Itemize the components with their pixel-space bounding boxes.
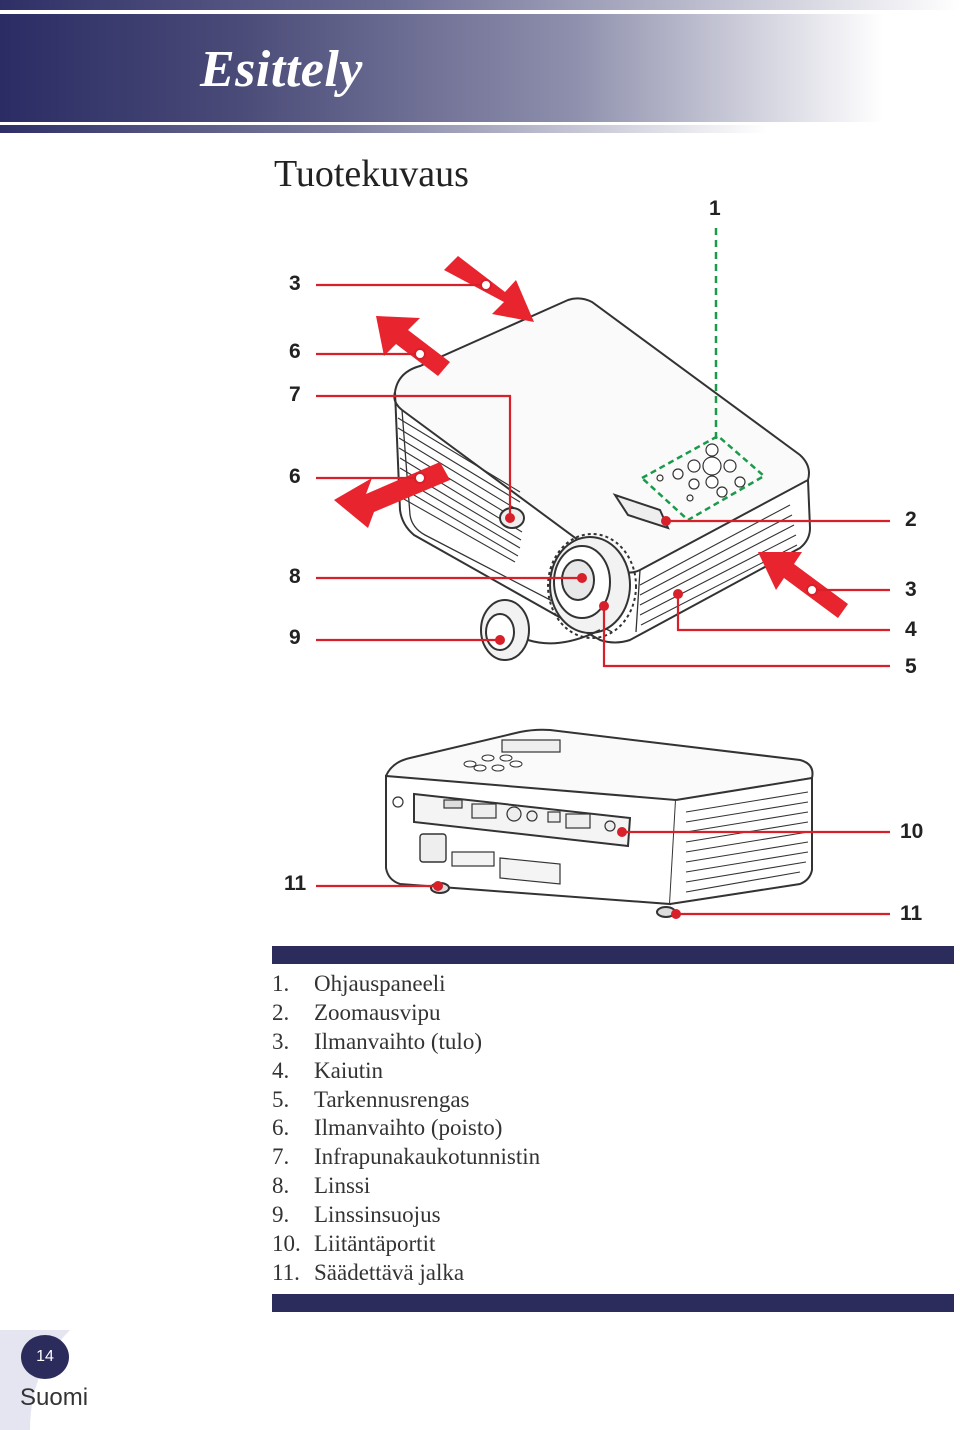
legend-label: Liitäntäportit [314, 1231, 436, 1257]
callout-1: 1 [709, 197, 721, 220]
callout-dots-rear [433, 827, 681, 919]
legend-label: Kaiutin [314, 1057, 383, 1083]
legend-top-bar [272, 946, 954, 964]
callout-dots-front [414, 279, 818, 645]
legend-label: Infrapunakaukotunnistin [314, 1144, 541, 1170]
legend-number: 11. [272, 1259, 300, 1285]
legend-label: Ohjauspaneeli [314, 971, 446, 996]
legend-number: 6. [272, 1115, 290, 1141]
legend-number: 4. [272, 1057, 290, 1083]
exhaust-arrow-left [334, 462, 450, 528]
legend-item: 2. Zoomausvipu [272, 999, 540, 1028]
legend-number: 3. [272, 1028, 290, 1054]
legend-label: Ilmanvaihto (poisto) [314, 1115, 503, 1141]
header-underline [0, 125, 960, 133]
callout-7: 7 [289, 383, 301, 406]
legend-item: 7. Infrapunakaukotunnistin [272, 1143, 540, 1172]
callout-5: 5 [905, 655, 917, 678]
legend-item: 10. Liitäntäportit [272, 1230, 540, 1259]
callout-6-top: 6 [289, 340, 301, 363]
intake-arrow-right [758, 552, 848, 618]
section-title: Tuotekuvaus [274, 153, 469, 195]
legend-number: 10. [272, 1231, 301, 1257]
projector-diagram: 1 3 6 7 6 8 9 2 3 4 5 [284, 197, 923, 925]
legend-item: 6. Ilmanvaihto (poisto) [272, 1114, 540, 1143]
legend-label: Ilmanvaihto (tulo) [314, 1028, 482, 1054]
legend-label: Linssi [314, 1173, 371, 1199]
page-number-badge [21, 1335, 69, 1379]
header-top-stripe [0, 0, 960, 10]
legend-item: 8. Linssi [272, 1172, 540, 1201]
header-band [0, 14, 960, 122]
legend-item: 9. Linssinsuojus [272, 1201, 540, 1230]
callout-6-left: 6 [289, 465, 301, 488]
projector-rear-illustration [384, 728, 814, 918]
callout-8: 8 [289, 565, 301, 588]
legend-number: 1. [272, 971, 290, 996]
callout-2: 2 [905, 508, 917, 531]
callout-9: 9 [289, 626, 301, 649]
language-label: Suomi [20, 1384, 89, 1411]
legend-number: 5. [272, 1086, 290, 1112]
legend-number: 2. [272, 999, 290, 1025]
exhaust-arrow-top [376, 316, 450, 376]
legend-number: 9. [272, 1202, 290, 1228]
projector-front-illustration [393, 297, 812, 661]
legend-number: 8. [272, 1173, 290, 1199]
legend-item: 4. Kaiutin [272, 1057, 540, 1086]
page-header-title: Esittely [200, 41, 363, 98]
legend-number: 7. [272, 1144, 290, 1170]
callout-3-left: 3 [289, 272, 301, 295]
legend-label: Linssinsuojus [314, 1202, 441, 1228]
page-corner-decoration [0, 1330, 70, 1430]
callout-10: 10 [900, 820, 923, 843]
legend-label: Säädettävä jalka [314, 1259, 465, 1285]
callout-lines-rear [316, 830, 890, 916]
callout-4: 4 [905, 618, 917, 641]
legend-label: Zoomausvipu [314, 999, 441, 1025]
legend-item: 11. Säädettävä jalka [272, 1259, 540, 1288]
legend-item: 5. Tarkennusrengas [272, 1086, 540, 1115]
legend-item: 1. Ohjauspaneeli [272, 970, 540, 999]
page-number: 14 [36, 1348, 54, 1365]
callout-3-right: 3 [905, 578, 917, 601]
legend-bottom-bar [272, 1294, 954, 1312]
legend-item: 3. Ilmanvaihto (tulo) [272, 1028, 540, 1057]
parts-legend: 1. Ohjauspaneeli 2. Zoomausvipu 3. Ilmanvai… [272, 970, 540, 1288]
callout-lines-front [316, 283, 890, 668]
legend-label: Tarkennusrengas [314, 1086, 470, 1112]
callout-11-right: 11 [900, 902, 923, 925]
callout-11-left: 11 [284, 872, 307, 895]
